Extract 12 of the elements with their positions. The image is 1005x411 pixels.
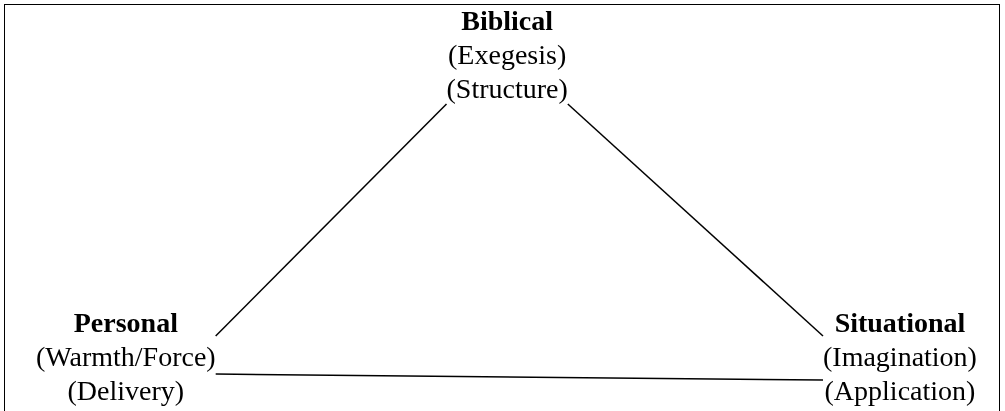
- concept-detail: (Application): [823, 374, 977, 408]
- concept-detail: (Imagination): [823, 340, 977, 374]
- connector-line: [567, 103, 824, 337]
- concept-detail: (Exegesis): [447, 38, 568, 72]
- concept-detail: (Structure): [446, 72, 568, 106]
- concept-detail: (Delivery): [66, 374, 186, 408]
- connector-line: [214, 103, 448, 337]
- concept-title: Situational: [833, 306, 967, 340]
- connector-line: [214, 373, 824, 381]
- concept-title: Personal: [72, 306, 179, 340]
- concept-title: Biblical: [460, 4, 555, 38]
- concept-detail: (Warmth/Force): [36, 340, 216, 374]
